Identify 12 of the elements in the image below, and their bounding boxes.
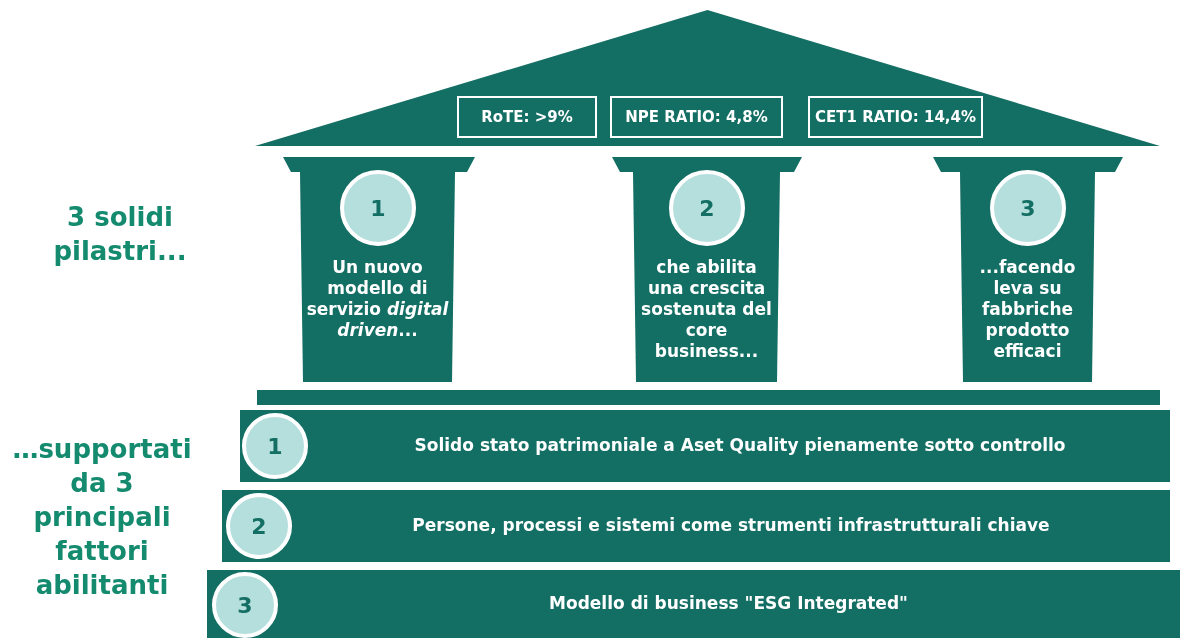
step-text: Solido stato patrimoniale a Aset Quality pienamente sotto controllo <box>413 435 1067 455</box>
pillar-base-bar <box>257 390 1160 405</box>
kpi-box: RoTE: >9% <box>457 96 597 138</box>
pillar-text: che abilita una crescita sostenuta del core business... <box>640 257 773 362</box>
step-text: Persone, processi e sistemi come strumenti infrastrutturali chiave <box>411 515 1051 535</box>
kpi-box: CET1 RATIO: 14,4% <box>808 96 983 138</box>
side-heading: …supportati da 3 principali fattori abilitanti <box>11 433 193 602</box>
side-heading: 3 solidi pilastri... <box>52 201 188 268</box>
pillar-text: Un nuovo modello di servizio digital driven... <box>306 257 449 341</box>
step-text: Modello di business "ESG Integrated" <box>548 593 909 613</box>
pillar-text: ...facendo leva su fabbriche prodotto efficaci <box>978 257 1077 362</box>
kpi-box: NPE RATIO: 4,8% <box>610 96 783 138</box>
